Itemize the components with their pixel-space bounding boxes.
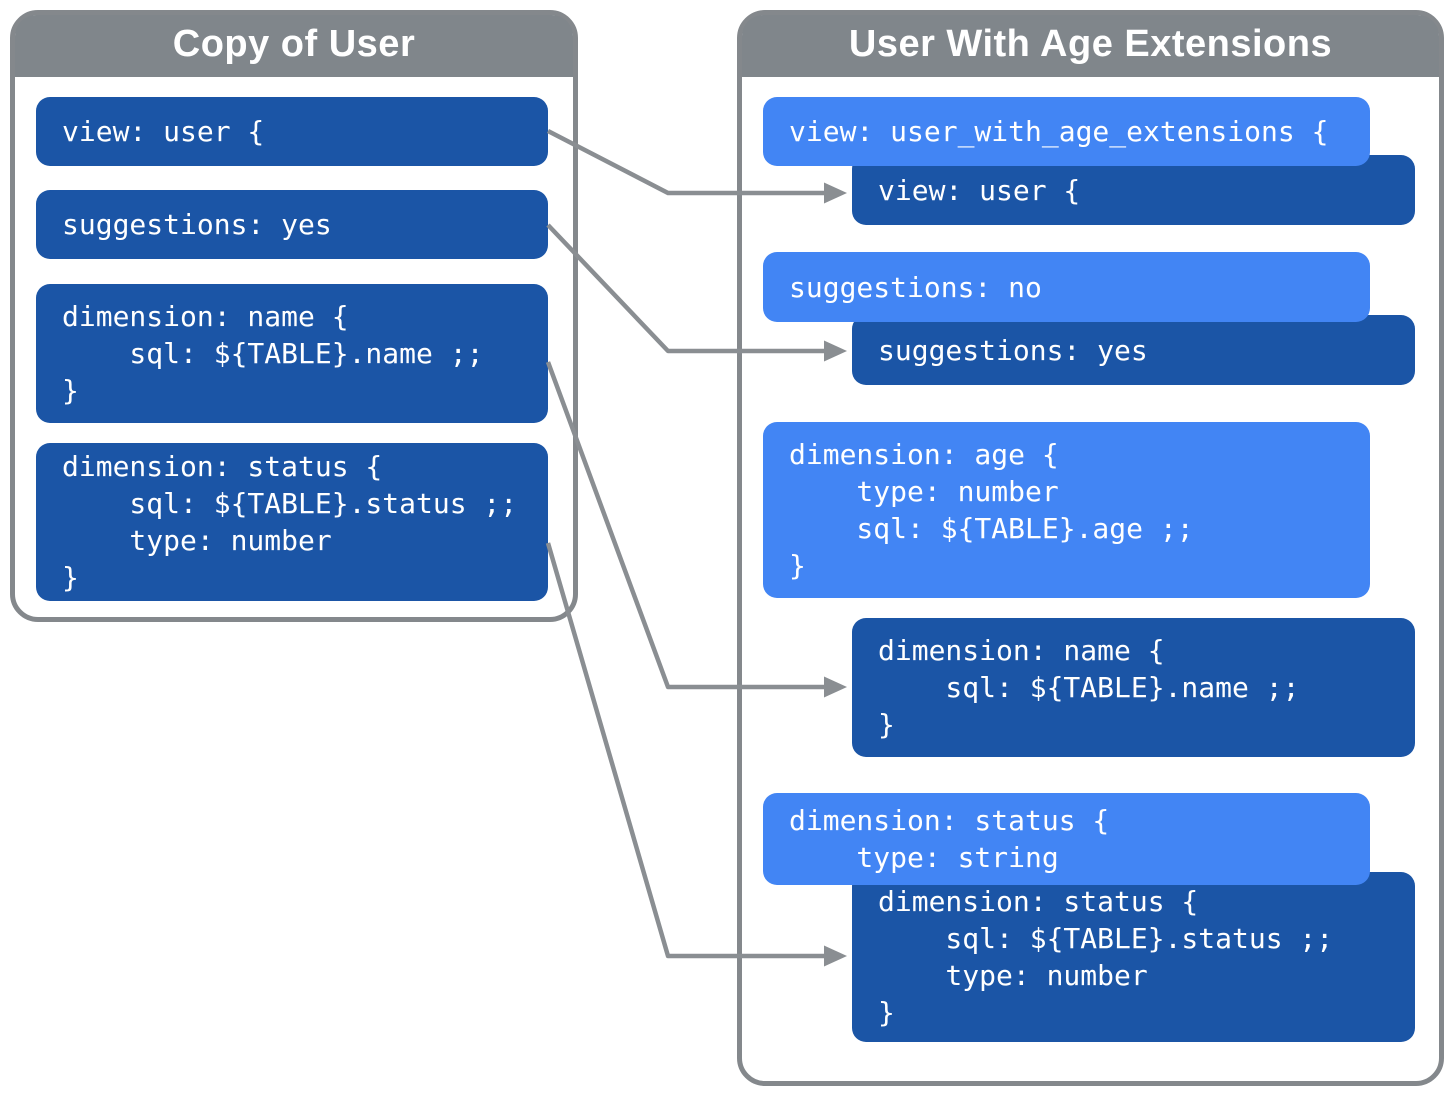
panel-user-with-age-extensions-title: User With Age Extensions (848, 23, 1333, 65)
panel-copy-of-user-title: Copy of User (172, 23, 416, 65)
panel-user-with-age-extensions: User With Age Extensions view: user { vi… (737, 10, 1444, 1086)
code-block-view-user-original: view: user { (852, 155, 1415, 225)
code-block-view-user: view: user { (36, 97, 548, 166)
panel-user-with-age-extensions-header: User With Age Extensions (742, 15, 1439, 77)
code-block-dimension-name: dimension: name { sql: ${TABLE}.name ;; … (36, 284, 548, 423)
code-block-suggestions-no-extension: suggestions: no (763, 252, 1370, 322)
panel-copy-of-user-header: Copy of User (15, 15, 573, 77)
code-block-dimension-status-extension: dimension: status { type: string (763, 793, 1370, 885)
code-block-suggestions-yes-original: suggestions: yes (852, 315, 1415, 385)
code-block-dimension-status-original: dimension: status { sql: ${TABLE}.status… (852, 872, 1415, 1042)
code-block-dimension-status: dimension: status { sql: ${TABLE}.status… (36, 443, 548, 601)
code-block-suggestions-yes: suggestions: yes (36, 190, 548, 259)
panel-copy-of-user: Copy of User view: user { suggestions: y… (10, 10, 578, 622)
code-block-dimension-age-extension: dimension: age { type: number sql: ${TAB… (763, 422, 1370, 598)
code-block-view-extension: view: user_with_age_extensions { (763, 97, 1370, 166)
code-block-dimension-name-original: dimension: name { sql: ${TABLE}.name ;; … (852, 618, 1415, 757)
